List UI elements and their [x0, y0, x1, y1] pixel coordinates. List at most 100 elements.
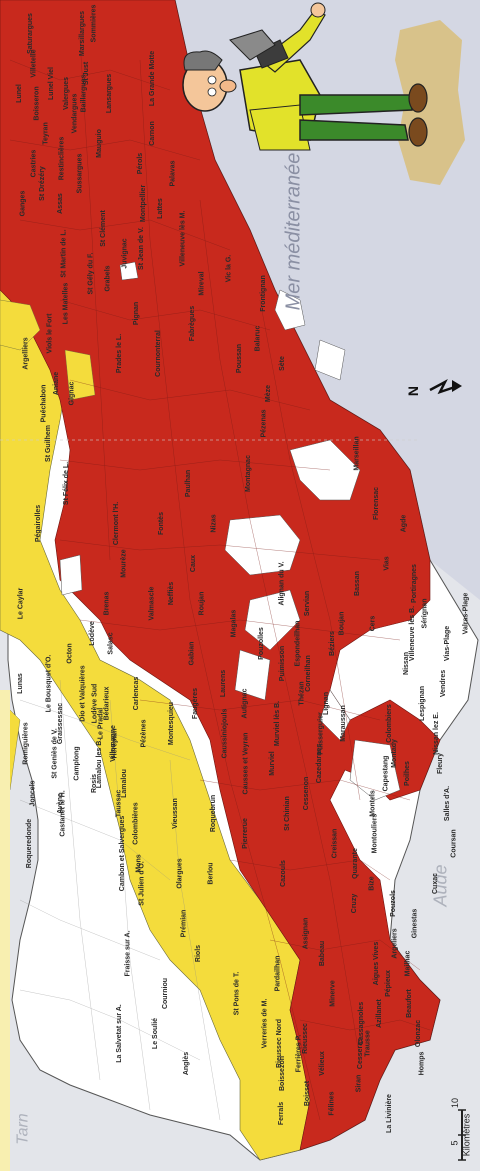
commune-label: Roquebrun	[210, 794, 218, 833]
commune-label: St Julien d'O.	[138, 861, 146, 906]
commune-label: Neffiès	[168, 581, 176, 606]
commune-label: Pierrerue	[241, 818, 249, 849]
commune-label: Laurens	[220, 669, 228, 698]
commune-label: La Grande Motte	[149, 50, 157, 107]
white-hole	[119, 261, 139, 281]
commune-label: Siran	[355, 1074, 363, 1093]
commune-label: Le Bousquet d'O.	[45, 654, 53, 713]
commune-label: Babeau	[319, 940, 327, 967]
commune-label: Boujan	[338, 611, 346, 636]
commune-label: Alignan du V.	[278, 561, 286, 606]
commune-label: Marsillargues	[79, 10, 87, 57]
commune-label: Homps	[418, 1051, 426, 1076]
commune-label: Carnon	[148, 121, 156, 146]
commune-label: Taussac	[115, 789, 123, 818]
commune-label: Vic la G.	[225, 254, 233, 283]
commune-label: Vias-Plage	[444, 625, 452, 662]
commune-label: Nissan lez E.	[432, 712, 440, 755]
commune-label: Saturargues	[26, 13, 34, 54]
commune-label: Rieussec Nord	[276, 1018, 284, 1069]
commune-label: Lunel Viel	[47, 67, 55, 100]
commune-label: Caussiniojouls	[221, 708, 229, 759]
commune-label: Autignac	[241, 688, 249, 719]
commune-label: Sète	[278, 356, 286, 371]
commune-label: Octon	[66, 643, 74, 664]
commune-label: Castanet le H.	[59, 790, 67, 837]
commune-label: Valergues	[63, 76, 71, 111]
white-hole	[274, 289, 306, 331]
white-hole	[234, 649, 271, 701]
commune-label: Valmascle	[148, 586, 156, 621]
north-arrow	[429, 379, 462, 395]
commune-label: Vendargues	[71, 93, 79, 134]
commune-label: Pézènes	[140, 719, 148, 748]
commune-label: Cazouls	[279, 860, 287, 887]
commune-label: Roqueredonde	[26, 818, 34, 869]
commune-label: Capestang	[382, 755, 390, 792]
commune-label: Rosis	[91, 773, 99, 794]
white-hole	[319, 689, 351, 741]
commune-label: Restinclières	[58, 136, 66, 181]
commune-label: St Pons de T.	[233, 971, 241, 1016]
white-hole	[349, 739, 401, 801]
commune-label: Bize	[368, 876, 376, 891]
commune-label: Rieussec	[301, 1023, 309, 1054]
commune-label: Quarante	[351, 848, 359, 879]
commune-label: Lunel	[15, 84, 23, 103]
commune-label: Olonzac	[415, 1019, 423, 1048]
commune-label: Cruzy	[351, 893, 359, 914]
commune-label: Félines	[328, 1091, 336, 1116]
commune-label: Villeneuve lès M.	[179, 210, 187, 267]
commune-label: Montels	[369, 790, 377, 817]
commune-label: Montouliers	[371, 813, 379, 854]
commune-label: Riols	[195, 944, 203, 963]
scale-tick-label: 5	[449, 1140, 460, 1146]
commune-label: Salasc	[107, 632, 115, 655]
commune-label: Montpellier	[140, 184, 148, 223]
tarn-label: Tarn	[14, 1113, 32, 1145]
commune-label: Agde	[400, 514, 408, 533]
commune-label: Creissan	[331, 828, 339, 859]
commune-label: Mauguio	[95, 129, 103, 158]
commune-label: Verreries de M.	[261, 998, 269, 1049]
commune-label: Paulhan	[185, 469, 193, 498]
commune-label: Palavas	[169, 160, 177, 187]
commune-label: Murviel lès B.	[274, 700, 282, 747]
commune-label: Valras-Plage	[462, 592, 470, 635]
commune-label: Pardailhan	[274, 955, 282, 992]
white-hole	[244, 589, 301, 651]
commune-label: Lunas	[16, 673, 24, 694]
commune-label: Portiragnes	[410, 564, 418, 603]
commune-label: Azillanet	[375, 999, 383, 1028]
commune-label: Béziers	[328, 631, 336, 656]
commune-label: Cessenon	[303, 776, 311, 811]
commune-label: Juvignac	[121, 238, 129, 269]
commune-label: Montesquieu	[168, 701, 176, 746]
scale-unit-label: Kilomètres	[461, 1113, 472, 1157]
commune-label: Ferrières P.	[295, 1034, 303, 1073]
cartoon-character	[182, 2, 428, 151]
commune-label: Romiguières	[22, 722, 30, 765]
commune-label: Ferrals	[278, 1101, 286, 1126]
commune-label: Vias	[383, 556, 391, 571]
commune-label: Fontès	[157, 512, 165, 535]
commune-label: Cournonterral	[154, 330, 162, 377]
commune-label: Ganges	[19, 190, 27, 217]
commune-label: Lignan	[322, 692, 330, 715]
commune-label: Minerve	[329, 980, 337, 1007]
commune-label: Argeliers	[391, 928, 399, 959]
commune-label: Poilhes	[403, 761, 411, 786]
commune-label: St Geniès de V.	[51, 728, 59, 779]
commune-label: Aigues Vives	[373, 941, 381, 986]
commune-label: Grabels	[104, 265, 112, 292]
commune-label: Corneilhan	[304, 655, 312, 692]
commune-label: Clermont l'H.	[113, 501, 121, 546]
commune-label: St Félix de L.	[63, 461, 71, 506]
commune-boundaries	[9, 39, 431, 1121]
commune-label: Boisseron	[33, 86, 41, 121]
commune-label: Anglès	[183, 1051, 191, 1076]
commune-label: Pépieux	[384, 970, 392, 997]
commune-label: Carlencas	[133, 676, 141, 711]
commune-label: Prades le L.	[116, 333, 124, 374]
commune-label: St Guilhem	[44, 425, 52, 462]
